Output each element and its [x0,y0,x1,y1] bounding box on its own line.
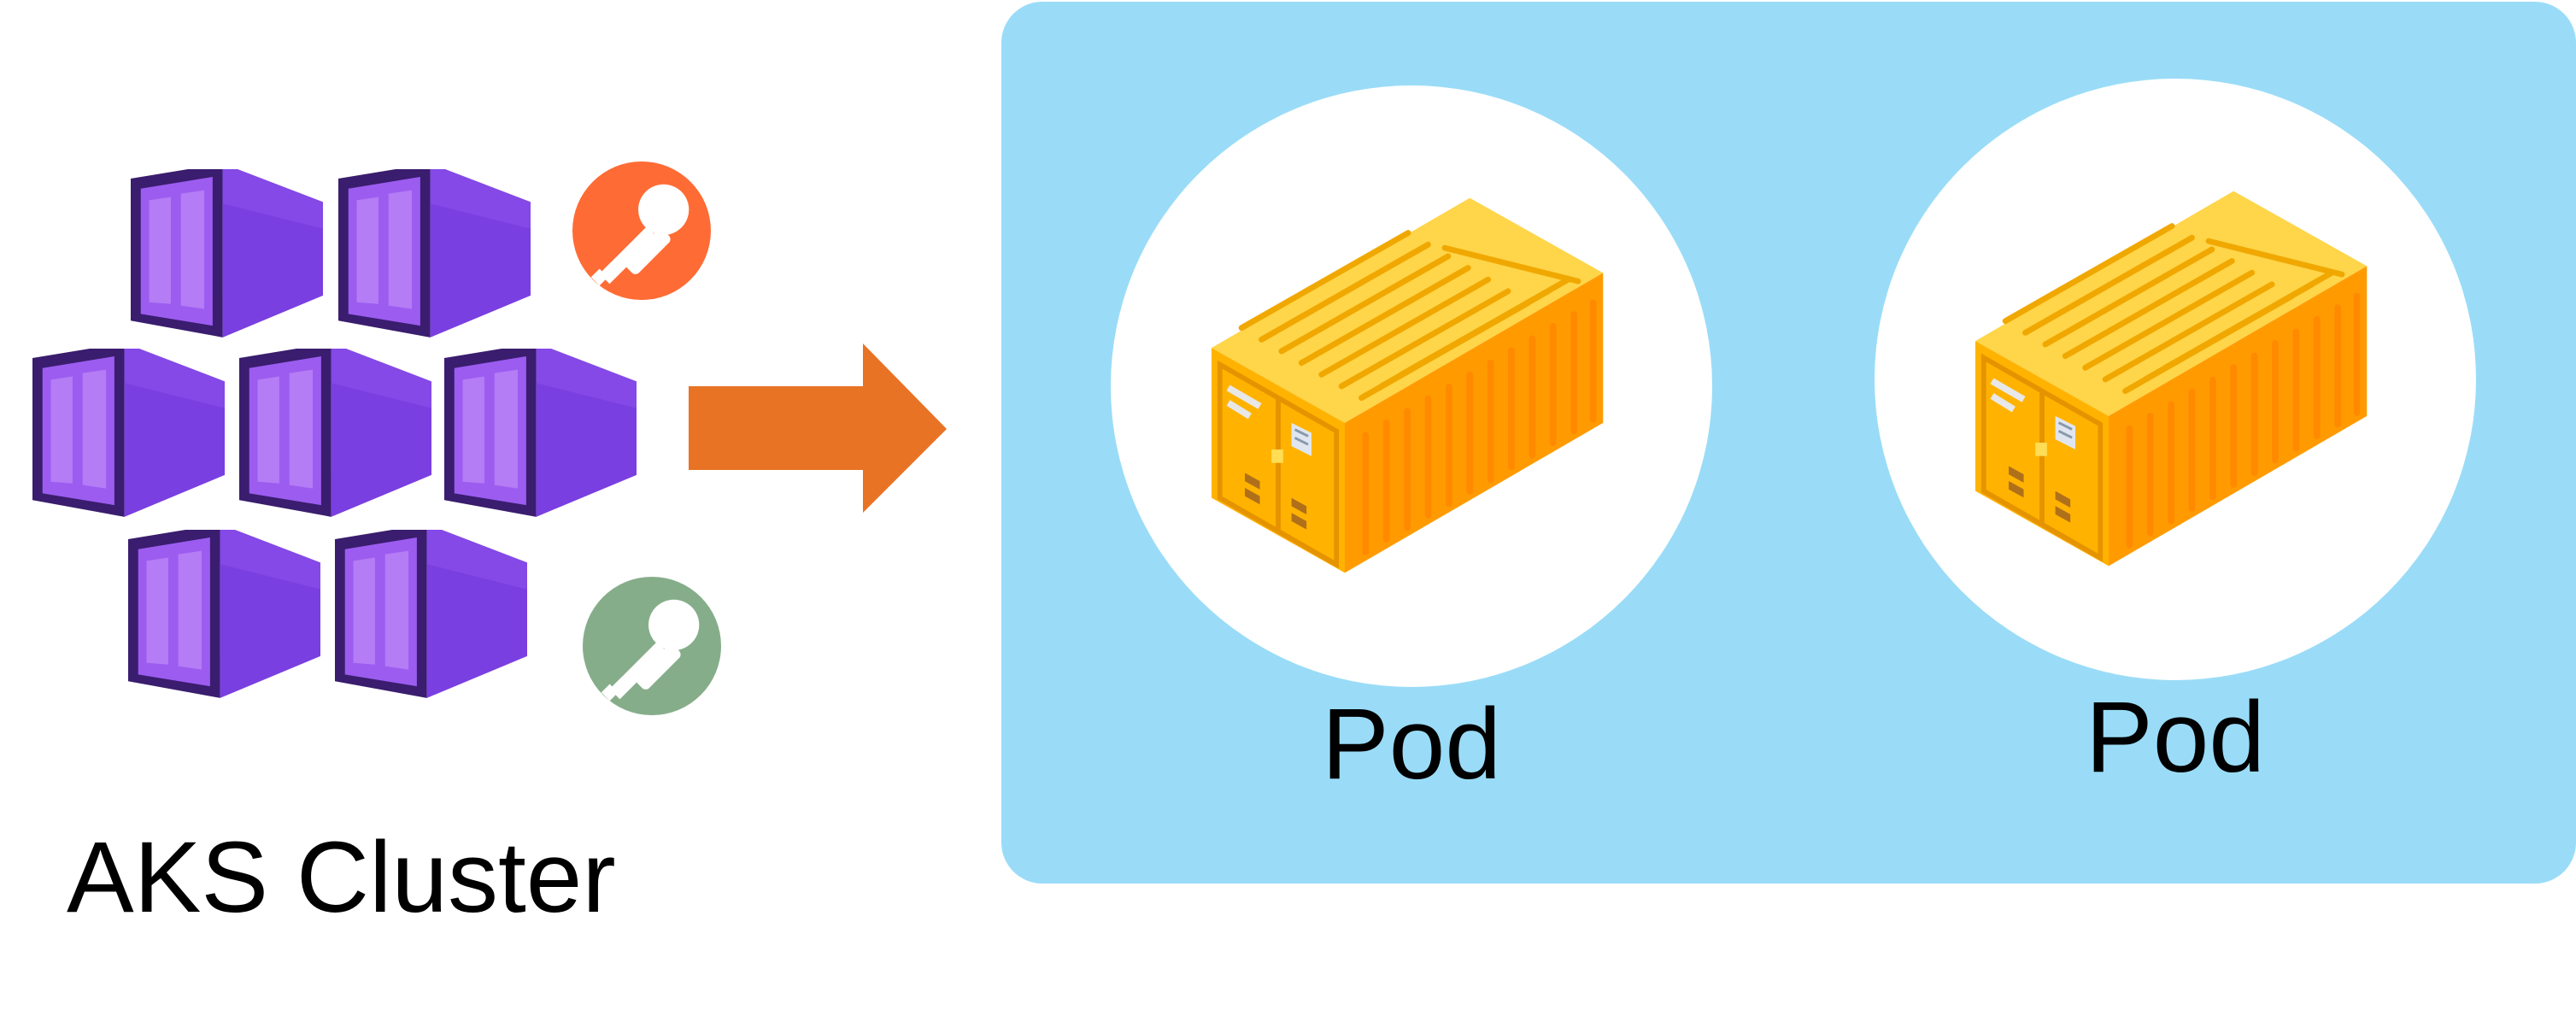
aks-cluster-icon [32,169,637,698]
key-icon [572,161,711,300]
pod-label: Pod [2086,681,2265,794]
cluster-label: AKS Cluster [67,821,616,934]
pod-label: Pod [1322,688,1501,801]
key-icon [583,577,721,715]
arrow-right-icon [689,344,947,513]
